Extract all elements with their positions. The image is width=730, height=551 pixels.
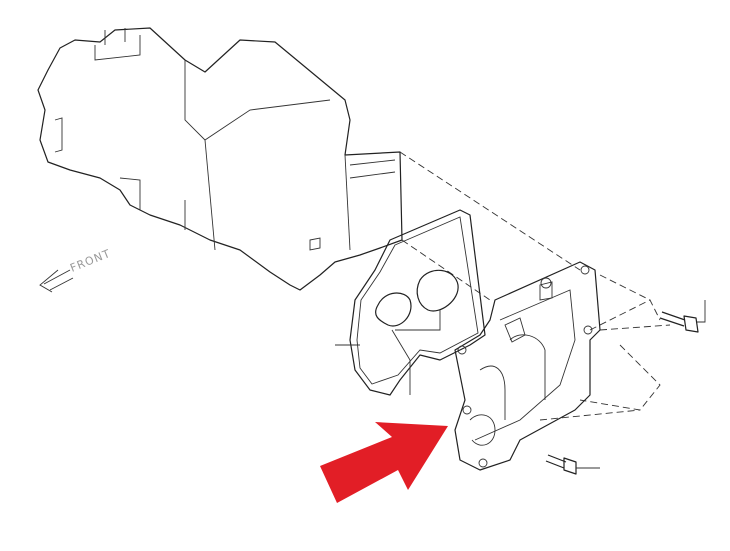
bolt-bottom: [545, 454, 600, 475]
front-indicator: FRONT: [39, 247, 113, 293]
engine-block: [37, 27, 403, 291]
front-label: FRONT: [68, 247, 112, 275]
highlight-arrow: [320, 422, 448, 503]
projection-lines: [399, 151, 671, 421]
bolt-top: [659, 300, 706, 333]
gasket: [335, 209, 486, 396]
valve-cover: [454, 261, 601, 471]
